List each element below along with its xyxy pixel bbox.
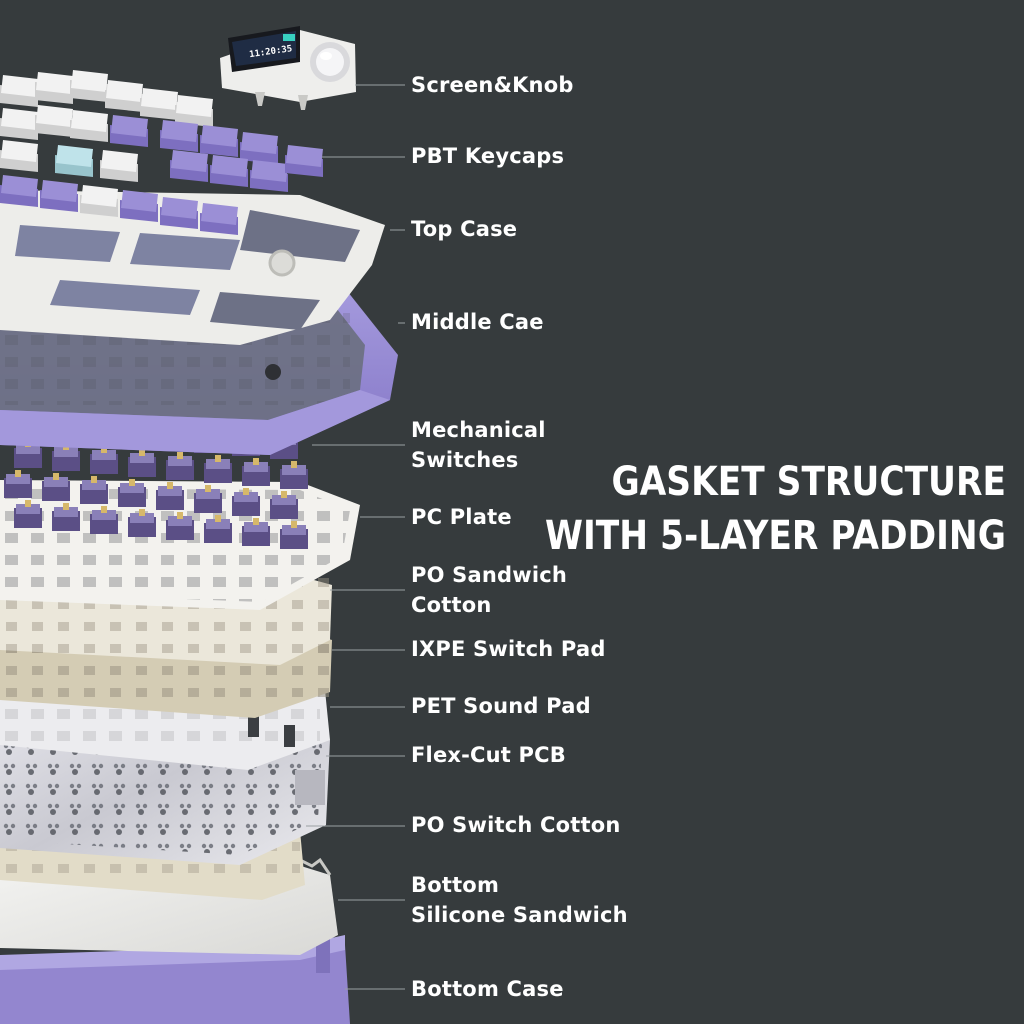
keycap xyxy=(80,185,118,217)
keycap xyxy=(175,95,213,127)
keycap xyxy=(0,175,38,207)
keycap xyxy=(170,150,208,182)
label-middle-case: Middle Cae xyxy=(411,307,544,337)
headline: GASKET STRUCTURE WITH 5-LAYER PADDING xyxy=(545,455,1006,563)
keycap xyxy=(105,80,143,112)
switch xyxy=(52,503,80,531)
keycap xyxy=(200,203,238,235)
label-pet-sound-pad-line: PET Sound Pad xyxy=(411,694,591,718)
switch xyxy=(128,509,156,537)
keycap xyxy=(0,108,38,140)
pbt-keycaps-part xyxy=(0,70,323,235)
keycap xyxy=(120,190,158,222)
switch xyxy=(80,476,108,504)
switch xyxy=(270,491,298,519)
headline-line-1: GASKET STRUCTURE xyxy=(611,459,1006,505)
keycap xyxy=(285,145,323,177)
label-middle-case-line: Middle Cae xyxy=(411,310,544,334)
switch xyxy=(118,479,146,507)
label-ixpe-switch-pad: IXPE Switch Pad xyxy=(411,634,606,664)
label-top-case-line: Top Case xyxy=(411,217,518,241)
switch xyxy=(194,485,222,513)
label-screen-knob-line: Screen&Knob xyxy=(411,73,574,97)
label-pbt-keycaps-line: PBT Keycaps xyxy=(411,144,565,168)
keycap xyxy=(240,132,278,164)
label-bottom-silicone-sandwich-line: Bottom xyxy=(411,873,500,897)
switch xyxy=(156,482,184,510)
label-mechanical-switches-line: Mechanical xyxy=(411,418,546,442)
top-case-part xyxy=(0,190,385,345)
switch xyxy=(90,446,118,474)
keycap xyxy=(250,160,288,192)
switch xyxy=(204,455,232,483)
switch xyxy=(232,488,260,516)
label-bottom-case: Bottom Case xyxy=(411,974,564,1004)
switch xyxy=(42,473,70,501)
label-ixpe-switch-pad-line: IXPE Switch Pad xyxy=(411,637,606,661)
switch xyxy=(14,500,42,528)
label-po-sandwich-cotton-line: Cotton xyxy=(411,593,492,617)
label-mechanical-switches-line: Switches xyxy=(411,448,519,472)
label-pc-plate-line: PC Plate xyxy=(411,505,512,529)
keycap xyxy=(0,140,38,172)
leader-lines xyxy=(306,84,405,990)
label-top-case: Top Case xyxy=(411,214,517,244)
switch xyxy=(166,512,194,540)
keycap xyxy=(100,150,138,182)
label-pbt-keycaps: PBT Keycaps xyxy=(411,141,564,171)
switch xyxy=(4,470,32,498)
label-po-sandwich-cotton-line: PO Sandwich xyxy=(411,563,568,587)
switch xyxy=(128,449,156,477)
label-bottom-silicone-sandwich-line: Silicone Sandwich xyxy=(411,903,628,927)
keycap xyxy=(160,197,198,229)
switch xyxy=(166,452,194,480)
switch xyxy=(242,518,270,546)
keycap xyxy=(210,155,248,187)
keycap xyxy=(35,105,73,137)
label-pet-sound-pad: PET Sound Pad xyxy=(411,691,591,721)
keycap xyxy=(160,120,198,152)
keycap xyxy=(35,72,73,104)
headline-line-2: WITH 5-LAYER PADDING xyxy=(545,513,1006,559)
keycap xyxy=(110,115,148,147)
label-po-switch-cotton-line: PO Switch Cotton xyxy=(411,813,621,837)
keycap xyxy=(55,145,93,177)
label-screen-knob: Screen&Knob xyxy=(411,70,574,100)
label-flex-cut-pcb: Flex-Cut PCB xyxy=(411,740,566,770)
switch xyxy=(204,515,232,543)
keycap xyxy=(70,70,108,102)
keycap xyxy=(40,180,78,212)
label-bottom-case-line: Bottom Case xyxy=(411,977,564,1001)
label-po-switch-cotton: PO Switch Cotton xyxy=(411,810,621,840)
label-pc-plate: PC Plate xyxy=(411,502,512,532)
switch xyxy=(90,506,118,534)
keycap xyxy=(70,110,108,142)
switch xyxy=(280,521,308,549)
label-flex-cut-pcb-line: Flex-Cut PCB xyxy=(411,743,566,767)
keycap xyxy=(0,75,38,107)
screen-knob-part: 11:20:35 xyxy=(220,26,356,110)
keycap xyxy=(200,125,238,157)
switch xyxy=(242,458,270,486)
switch xyxy=(280,461,308,489)
keycap xyxy=(140,88,178,120)
